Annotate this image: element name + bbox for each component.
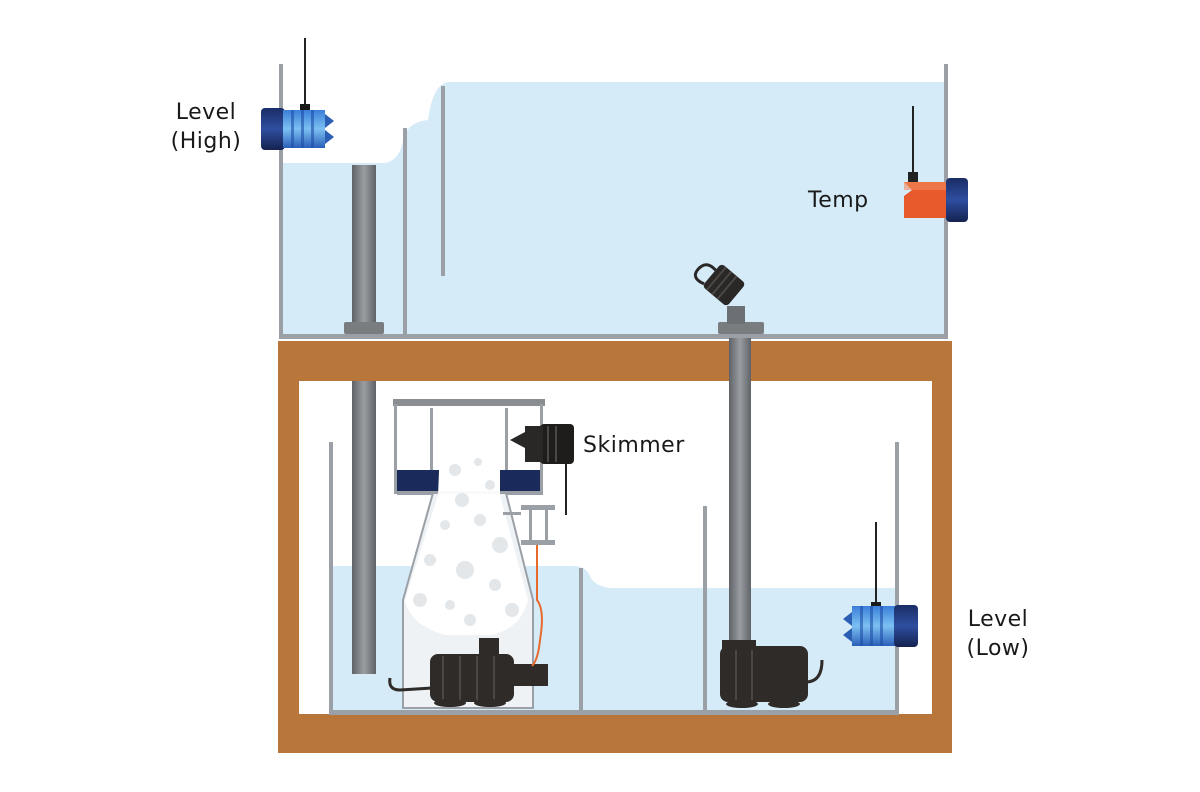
overflow-drain-flange bbox=[344, 322, 384, 334]
level-low-label-line2: (Low) bbox=[966, 636, 1030, 661]
display-tank-left-wall bbox=[279, 64, 283, 338]
temp-sensor-icon bbox=[904, 106, 968, 222]
display-tank-water bbox=[282, 82, 946, 336]
return-pipe bbox=[729, 338, 751, 648]
sump-baffle-2 bbox=[703, 506, 707, 710]
skimmer-sensor-icon bbox=[510, 424, 574, 515]
level-high-sensor-icon bbox=[261, 38, 334, 150]
sump-right-wall bbox=[895, 442, 899, 714]
sump-drain-pipe bbox=[352, 381, 376, 674]
level-low-sensor-icon bbox=[843, 522, 918, 647]
skimmer-label: Skimmer bbox=[583, 433, 685, 458]
temp-label: Temp bbox=[808, 188, 869, 213]
sump-left-wall bbox=[329, 442, 333, 714]
skimmer-bubbles bbox=[413, 458, 519, 626]
level-high-label-line1: Level bbox=[175, 100, 237, 125]
overflow-baffle-inner bbox=[403, 128, 407, 336]
overflow-drain-pipe bbox=[352, 165, 376, 325]
sump-baffle-1 bbox=[579, 568, 583, 710]
level-high-label-line2: (High) bbox=[170, 129, 242, 154]
return-nozzle bbox=[718, 306, 764, 334]
level-high-label: Level (High) bbox=[160, 98, 252, 156]
sump-bottom bbox=[329, 710, 899, 715]
display-tank-bottom bbox=[279, 334, 948, 339]
level-low-label: Level (Low) bbox=[952, 605, 1044, 663]
skimmer-icon bbox=[388, 399, 555, 709]
overflow-baffle-outer bbox=[441, 86, 445, 276]
wavemaker-icon bbox=[693, 263, 745, 306]
return-pump-icon bbox=[720, 640, 824, 708]
level-low-label-line1: Level bbox=[967, 607, 1029, 632]
